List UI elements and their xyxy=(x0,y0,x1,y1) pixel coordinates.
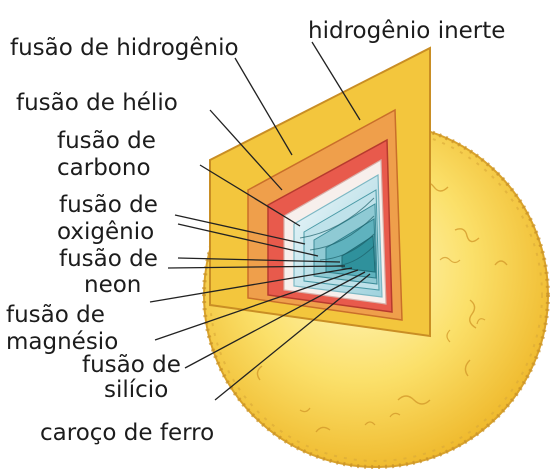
label-silicon-fusion-line2: silício xyxy=(104,377,168,403)
label-magnesium-fusion-line1: fusão de xyxy=(6,302,105,328)
label-helium-fusion: fusão de hélio xyxy=(16,90,178,116)
label-neon-fusion-line1: fusão de xyxy=(59,246,158,272)
label-hydrogen-fusion: fusão de hidrogênio xyxy=(10,35,239,61)
label-silicon-fusion-line1: fusão de xyxy=(82,352,181,378)
label-neon-fusion-line2: neon xyxy=(84,272,141,298)
label-carbon-fusion-line2: carbono xyxy=(57,155,151,181)
label-hydrogen-inert: hidrogênio inerte xyxy=(308,18,505,44)
label-iron-core: caroço de ferro xyxy=(40,420,214,446)
label-carbon-fusion-line1: fusão de xyxy=(57,128,156,154)
cutaway-wedge xyxy=(210,48,430,336)
label-oxygen-fusion-line1: fusão de xyxy=(59,192,158,218)
label-oxygen-fusion-line2: oxigênio xyxy=(57,219,154,245)
